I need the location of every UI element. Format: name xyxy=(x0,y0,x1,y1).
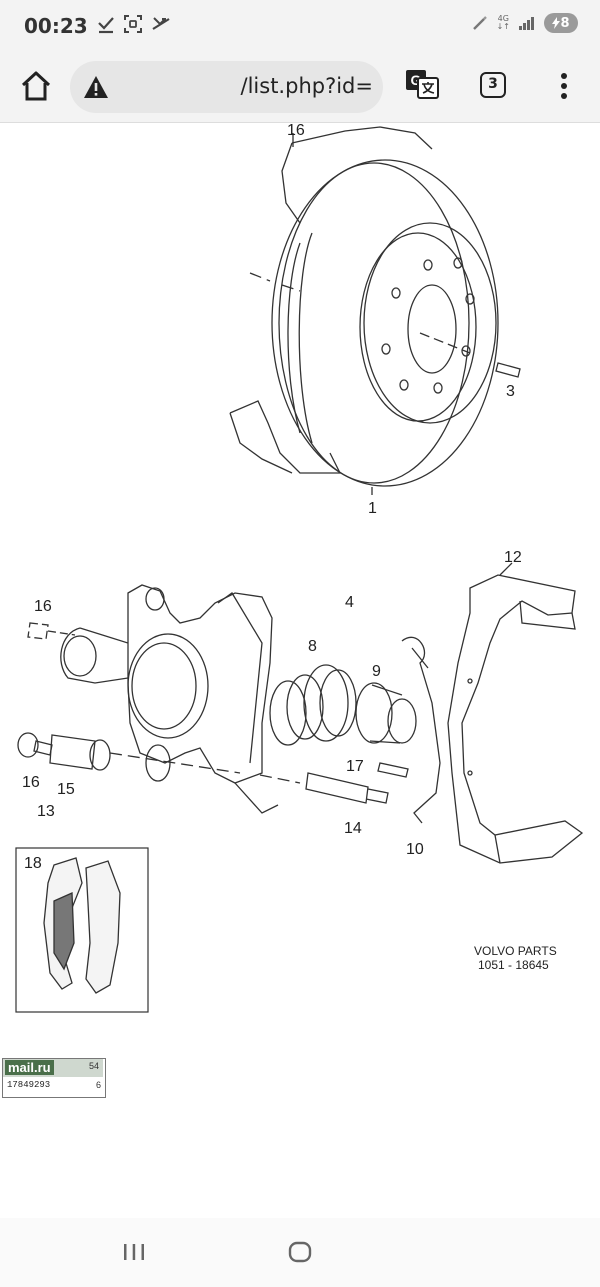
guide-pin-drawing xyxy=(305,772,389,804)
home-icon[interactable] xyxy=(18,68,54,104)
recent-apps-icon[interactable] xyxy=(122,1242,146,1262)
tab-count-button[interactable]: 3 xyxy=(480,72,506,98)
url-text[interactable]: /list.php?id= xyxy=(240,74,373,98)
network-type-label: 4G xyxy=(497,14,509,23)
bolt-drawing xyxy=(377,762,409,778)
battery-indicator: 8 xyxy=(544,13,578,33)
screenshot-icon xyxy=(124,15,142,33)
mailru-logo: mail.ru xyxy=(5,1060,54,1075)
part-label-2: 16 xyxy=(287,123,305,139)
home-nav-icon[interactable] xyxy=(288,1241,312,1263)
network-arrows: ↓↑ xyxy=(496,22,510,31)
url-bar[interactable]: /list.php?id= xyxy=(70,61,383,113)
part-label-9: 9 xyxy=(372,663,381,680)
caliper-housing-drawing xyxy=(127,584,273,784)
caption-line-2: 1051 - 18645 xyxy=(478,958,549,972)
signal-icon xyxy=(519,17,534,30)
part-label-12: 12 xyxy=(504,549,522,566)
brake-parts-diagram: 16 3 1 12 4 16 8 9 17 16 15 13 14 10 18 … xyxy=(15,123,584,1013)
piston-drawing xyxy=(369,684,403,744)
battery-level: 8 xyxy=(560,15,570,31)
translate-icon[interactable]: G xyxy=(404,66,440,102)
part-label-16-top: 16 xyxy=(34,598,52,615)
more-vert-icon[interactable] xyxy=(556,70,572,102)
page-content: 16 3 1 12 4 16 8 9 17 16 15 13 14 10 18 … xyxy=(0,123,600,1218)
part-label-14: 13 xyxy=(37,803,55,820)
browser-toolbar: /list.php?id= G 3 xyxy=(0,52,600,123)
part-label-8: 8 xyxy=(308,638,317,655)
seal-rings-drawing xyxy=(269,680,307,746)
part-label-13: 14 xyxy=(344,820,362,837)
brake-disc-drawing xyxy=(271,159,499,487)
check-download-icon xyxy=(98,17,114,34)
part-label-4: 4 xyxy=(345,594,354,611)
svg-text:G: G xyxy=(411,72,422,88)
caliper-bracket-drawing xyxy=(447,574,584,864)
part-label-18: 18 xyxy=(24,855,42,872)
missed-call-icon xyxy=(152,17,170,30)
charging-bolt-icon xyxy=(552,17,561,29)
anti-rattle-spring-drawing xyxy=(401,636,441,824)
watermark-id: 17849293 xyxy=(7,1080,51,1090)
brake-pad-box xyxy=(15,847,149,1013)
part-label-16-bottom: 16 xyxy=(22,774,40,791)
part-label-17: 17 xyxy=(346,758,364,775)
watermark-number-top: 54 xyxy=(88,1061,99,1071)
watermark-number-bottom: 6 xyxy=(95,1080,101,1090)
edit-icon xyxy=(472,16,487,30)
status-time: 00:23 xyxy=(24,14,88,38)
mailru-watermark: mail.ru 54 17849293 6 xyxy=(2,1058,106,1098)
dust-shield-drawing xyxy=(229,126,433,474)
watermark-header: mail.ru 54 xyxy=(3,1059,103,1077)
caption-line-1: VOLVO PARTS xyxy=(474,944,557,958)
part-label-3: 3 xyxy=(506,383,515,400)
status-bar: 00:23 4G ↓↑ 8 xyxy=(0,0,600,52)
part-label-10: 10 xyxy=(406,841,424,858)
status-notification-icons xyxy=(96,13,172,35)
network-type: 4G ↓↑ xyxy=(497,15,510,31)
part-label-1: 1 xyxy=(368,500,377,517)
status-system-icons: 4G ↓↑ 8 xyxy=(471,13,578,33)
warning-icon[interactable] xyxy=(82,73,110,101)
navigation-bar xyxy=(0,1218,600,1287)
part-label-15: 15 xyxy=(57,781,75,798)
